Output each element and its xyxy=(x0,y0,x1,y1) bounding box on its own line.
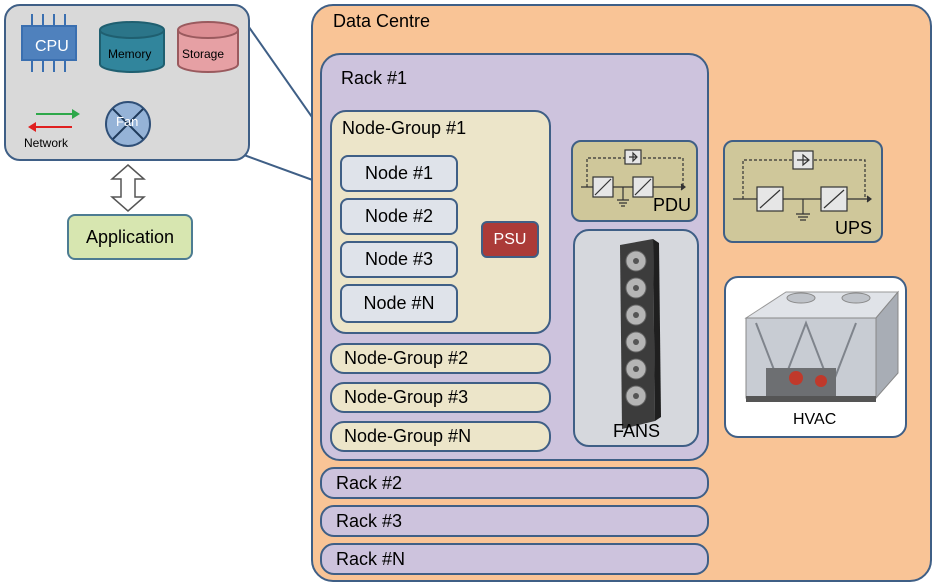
node-group-1-title: Node-Group #1 xyxy=(342,118,467,138)
rack-1-title: Rack #1 xyxy=(341,68,408,88)
pdu-label: PDU xyxy=(653,195,692,215)
node-n: Node #N xyxy=(340,284,458,323)
double-arrow-icon xyxy=(110,164,146,212)
data-centre-title: Data Centre xyxy=(333,11,431,31)
node-group-2: Node-Group #2 xyxy=(330,343,551,374)
fans-box xyxy=(573,229,699,447)
fan-label: Fan xyxy=(116,114,139,129)
rack-n: Rack #N xyxy=(320,543,709,575)
rack-2: Rack #2 xyxy=(320,467,709,499)
fan-icon xyxy=(105,101,151,147)
fan-tower-image xyxy=(620,239,661,429)
node-3: Node #3 xyxy=(340,241,458,278)
cpu-chip-icon xyxy=(21,14,77,72)
node-group-3: Node-Group #3 xyxy=(330,382,551,413)
node-2: Node #2 xyxy=(340,198,458,235)
ups-label: UPS xyxy=(835,218,873,238)
memory-cylinder-icon xyxy=(99,21,165,73)
node-group-n: Node-Group #N xyxy=(330,421,551,452)
application-box: Application xyxy=(67,214,193,260)
cpu-label: CPU xyxy=(35,38,69,55)
memory-label: Memory xyxy=(108,47,152,61)
network-arrows-icon xyxy=(28,109,80,132)
psu-block: PSU xyxy=(481,221,539,258)
pdu-box xyxy=(571,140,698,222)
ups-box xyxy=(723,140,883,243)
fans-label: FANS xyxy=(613,421,661,441)
hvac-label: HVAC xyxy=(793,411,837,428)
rack-3: Rack #3 xyxy=(320,505,709,537)
network-label: Network xyxy=(24,136,69,150)
storage-label: Storage xyxy=(182,47,225,61)
node-1: Node #1 xyxy=(340,155,458,192)
pdu-schematic-icon xyxy=(581,149,686,207)
ups-schematic-icon xyxy=(733,150,872,221)
storage-cylinder-icon xyxy=(177,21,239,73)
hvac-box xyxy=(724,276,907,438)
hvac-unit-image xyxy=(744,290,900,402)
